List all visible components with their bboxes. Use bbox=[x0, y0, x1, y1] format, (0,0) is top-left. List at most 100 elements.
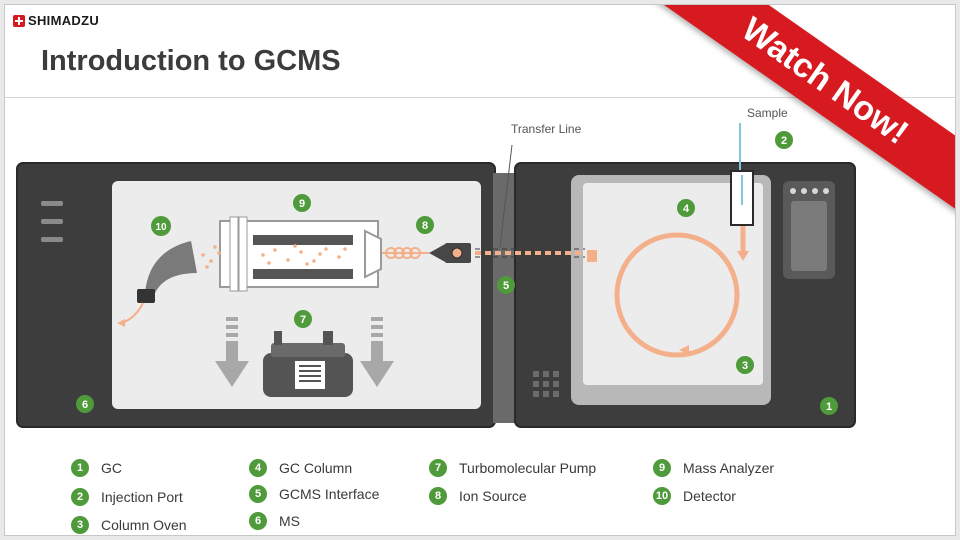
badge-8: 8 bbox=[416, 216, 434, 234]
legend-label: Turbomolecular Pump bbox=[459, 460, 597, 476]
badge-6: 6 bbox=[76, 395, 94, 413]
transfer-line bbox=[465, 144, 585, 258]
legend-label: Ion Source bbox=[459, 488, 527, 504]
vent-slot bbox=[41, 219, 63, 224]
slide: SHIMADZU Introduction to GCMS bbox=[4, 4, 956, 536]
vent-slot bbox=[41, 201, 63, 206]
column-oven bbox=[583, 183, 763, 385]
legend-badge: 2 bbox=[71, 488, 89, 506]
legend-label: Column Oven bbox=[101, 517, 187, 533]
gcms-diagram: Transfer Line Sample 1 2 3 4 5 6 7 8 9 1… bbox=[16, 106, 856, 428]
indicator-dot bbox=[790, 188, 796, 194]
legend-badge: 6 bbox=[249, 512, 267, 530]
legend-label: Detector bbox=[683, 488, 736, 504]
gc-unit bbox=[514, 162, 856, 428]
svg-text:3: 3 bbox=[742, 360, 748, 372]
badge-3: 3 bbox=[736, 356, 754, 374]
svg-text:2: 2 bbox=[781, 135, 787, 147]
badge-9: 9 bbox=[293, 194, 311, 212]
mass-analyzer-quadrupole-icon bbox=[219, 216, 382, 292]
legend-badge: 5 bbox=[249, 485, 267, 503]
ion-source-nozzle bbox=[429, 243, 447, 263]
legend-item-mass-analyzer: 9 Mass Analyzer bbox=[653, 459, 774, 477]
legend-item-gcms-interface: 5 GCMS Interface bbox=[249, 485, 379, 503]
ion-source-chamber bbox=[451, 247, 463, 259]
badge-5: 5 bbox=[497, 276, 515, 294]
column-coil bbox=[614, 232, 740, 358]
badge-7: 7 bbox=[294, 310, 312, 328]
svg-text:7: 7 bbox=[300, 314, 306, 326]
legend-item-injection-port: 2 Injection Port bbox=[71, 488, 183, 506]
quadrupole-rod bbox=[253, 235, 353, 245]
legend-item-column-oven: 3 Column Oven bbox=[71, 516, 187, 534]
legend-badge: 10 bbox=[653, 487, 671, 505]
analyzer-lens bbox=[229, 216, 239, 292]
legend-label: GCMS Interface bbox=[279, 486, 380, 502]
brand-name: SHIMADZU bbox=[28, 13, 100, 28]
badge-2: 2 bbox=[775, 131, 793, 149]
svg-text:8: 8 bbox=[422, 220, 428, 232]
quadrupole-rod bbox=[253, 269, 353, 279]
legend-label: MS bbox=[279, 513, 300, 529]
analyzer-cap bbox=[364, 229, 382, 279]
ms-unit bbox=[16, 162, 496, 428]
vacuum-flow-arrows bbox=[215, 317, 394, 387]
svg-text:1: 1 bbox=[826, 401, 832, 413]
legend-item-ms: 6 MS bbox=[249, 512, 300, 530]
analyzer-lens bbox=[238, 216, 248, 292]
column-outlet bbox=[587, 250, 597, 262]
detector-ions bbox=[201, 245, 221, 269]
svg-text:10: 10 bbox=[155, 222, 167, 233]
legend-label: GC Column bbox=[279, 460, 353, 476]
legend-item-gc: 1 GC bbox=[71, 459, 122, 477]
badge-4: 4 bbox=[677, 199, 695, 217]
legend-item-gc-column: 4 GC Column bbox=[249, 459, 352, 477]
flow-arrow-icon bbox=[737, 251, 749, 261]
shimadzu-logo-icon bbox=[13, 14, 25, 27]
indicator-dot bbox=[812, 188, 818, 194]
legend-item-ion-source: 8 Ion Source bbox=[429, 487, 527, 505]
transfer-line-leader bbox=[499, 144, 513, 248]
detector-horn-icon bbox=[117, 241, 221, 327]
injection-syringe-icon bbox=[730, 123, 754, 226]
badge-10: 10 bbox=[151, 216, 171, 236]
header: SHIMADZU Introduction to GCMS bbox=[5, 5, 955, 98]
legend-label: Injection Port bbox=[101, 489, 183, 505]
legend-badge: 9 bbox=[653, 459, 671, 477]
output-arrow-icon bbox=[117, 319, 125, 327]
legend-badge: 1 bbox=[71, 459, 89, 477]
legend-label: Mass Analyzer bbox=[683, 460, 775, 476]
down-arrow-icon bbox=[215, 317, 249, 387]
pump-grille-lines bbox=[299, 365, 321, 382]
badge-1: 1 bbox=[820, 397, 838, 415]
legend-item-detector: 10 Detector bbox=[653, 487, 736, 505]
pump-port bbox=[274, 331, 282, 345]
legend: 1 GC 2 Injection Port 3 Column Oven 4 GC… bbox=[65, 455, 885, 535]
vent-slot bbox=[41, 237, 63, 242]
detector-base bbox=[137, 289, 155, 303]
legend-label: GC bbox=[101, 460, 122, 476]
turbomolecular-pump-icon bbox=[263, 331, 353, 397]
display-screen bbox=[791, 201, 827, 271]
legend-badge: 7 bbox=[429, 459, 447, 477]
pump-port bbox=[323, 331, 333, 345]
ms-vacuum-chamber bbox=[112, 181, 481, 409]
legend-badge: 8 bbox=[429, 487, 447, 505]
detector-horn bbox=[145, 241, 197, 293]
svg-text:5: 5 bbox=[503, 280, 509, 292]
legend-item-turbomolecular-pump: 7 Turbomolecular Pump bbox=[429, 459, 596, 477]
svg-text:6: 6 bbox=[82, 399, 88, 411]
ion-particles bbox=[261, 244, 347, 266]
brand-logo: SHIMADZU bbox=[13, 13, 99, 28]
interface-column bbox=[493, 173, 517, 423]
legend-badge: 4 bbox=[249, 459, 267, 477]
indicator-dot bbox=[823, 188, 829, 194]
legend-badge: 3 bbox=[71, 516, 89, 534]
sample-label: Sample bbox=[747, 106, 788, 120]
diagram-badges: 1 2 3 4 5 6 7 8 9 10 bbox=[76, 131, 838, 415]
flow-arrow-icon bbox=[679, 345, 689, 355]
ion-source-coil-icon bbox=[385, 247, 421, 259]
keypad-grid bbox=[533, 371, 559, 397]
svg-text:4: 4 bbox=[683, 203, 690, 215]
pump-top bbox=[271, 343, 345, 357]
